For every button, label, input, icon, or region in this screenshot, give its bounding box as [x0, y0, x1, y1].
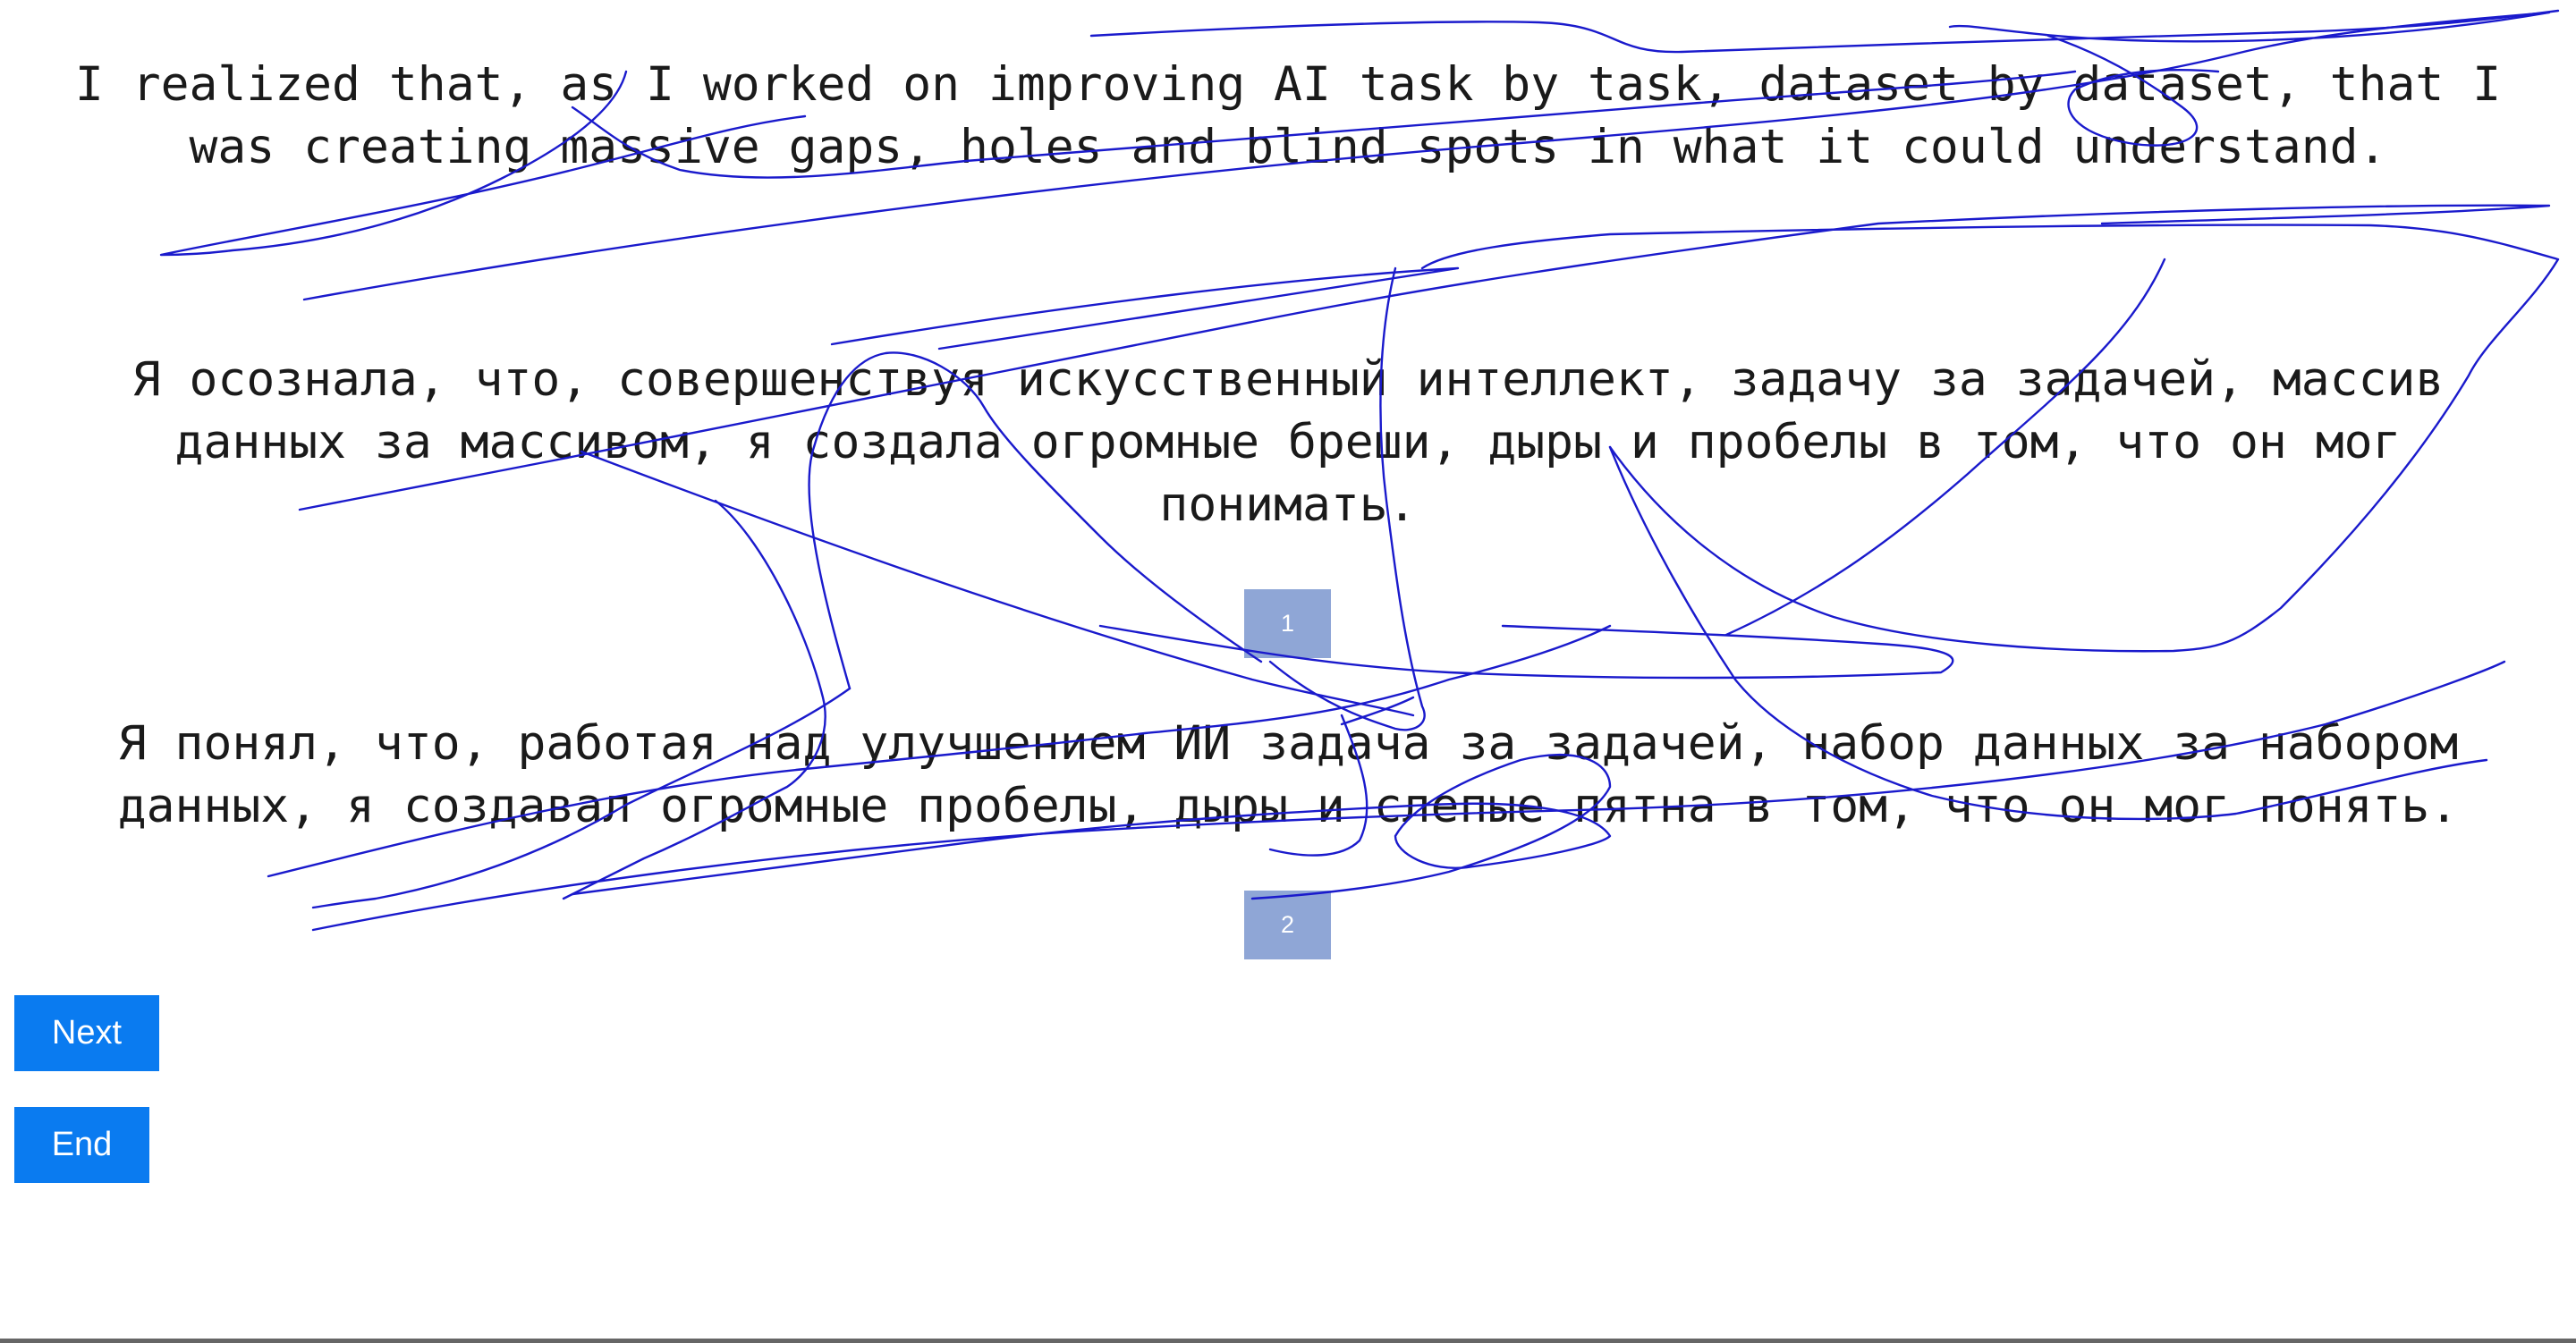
bottom-divider [0, 1339, 2576, 1343]
translation-option-2: Я понял, что, работая над улучшением ИИ … [117, 716, 2459, 833]
next-button[interactable]: Next [14, 995, 159, 1071]
scribble-stroke-3 [1089, 9, 2560, 54]
option-2-marker[interactable]: 2 [1244, 891, 1331, 959]
scribble-stroke-6 [830, 266, 1460, 351]
source-sentence: I realized that, as I worked on improvin… [74, 57, 2502, 174]
translation-option-1: Я осознала, что, совершенствуя искусстве… [131, 352, 2445, 532]
end-button[interactable]: End [14, 1107, 149, 1183]
scribble-stroke-17 [562, 499, 826, 900]
option-1-marker[interactable]: 1 [1244, 589, 1331, 658]
scribble-stroke-13 [1098, 624, 1954, 680]
